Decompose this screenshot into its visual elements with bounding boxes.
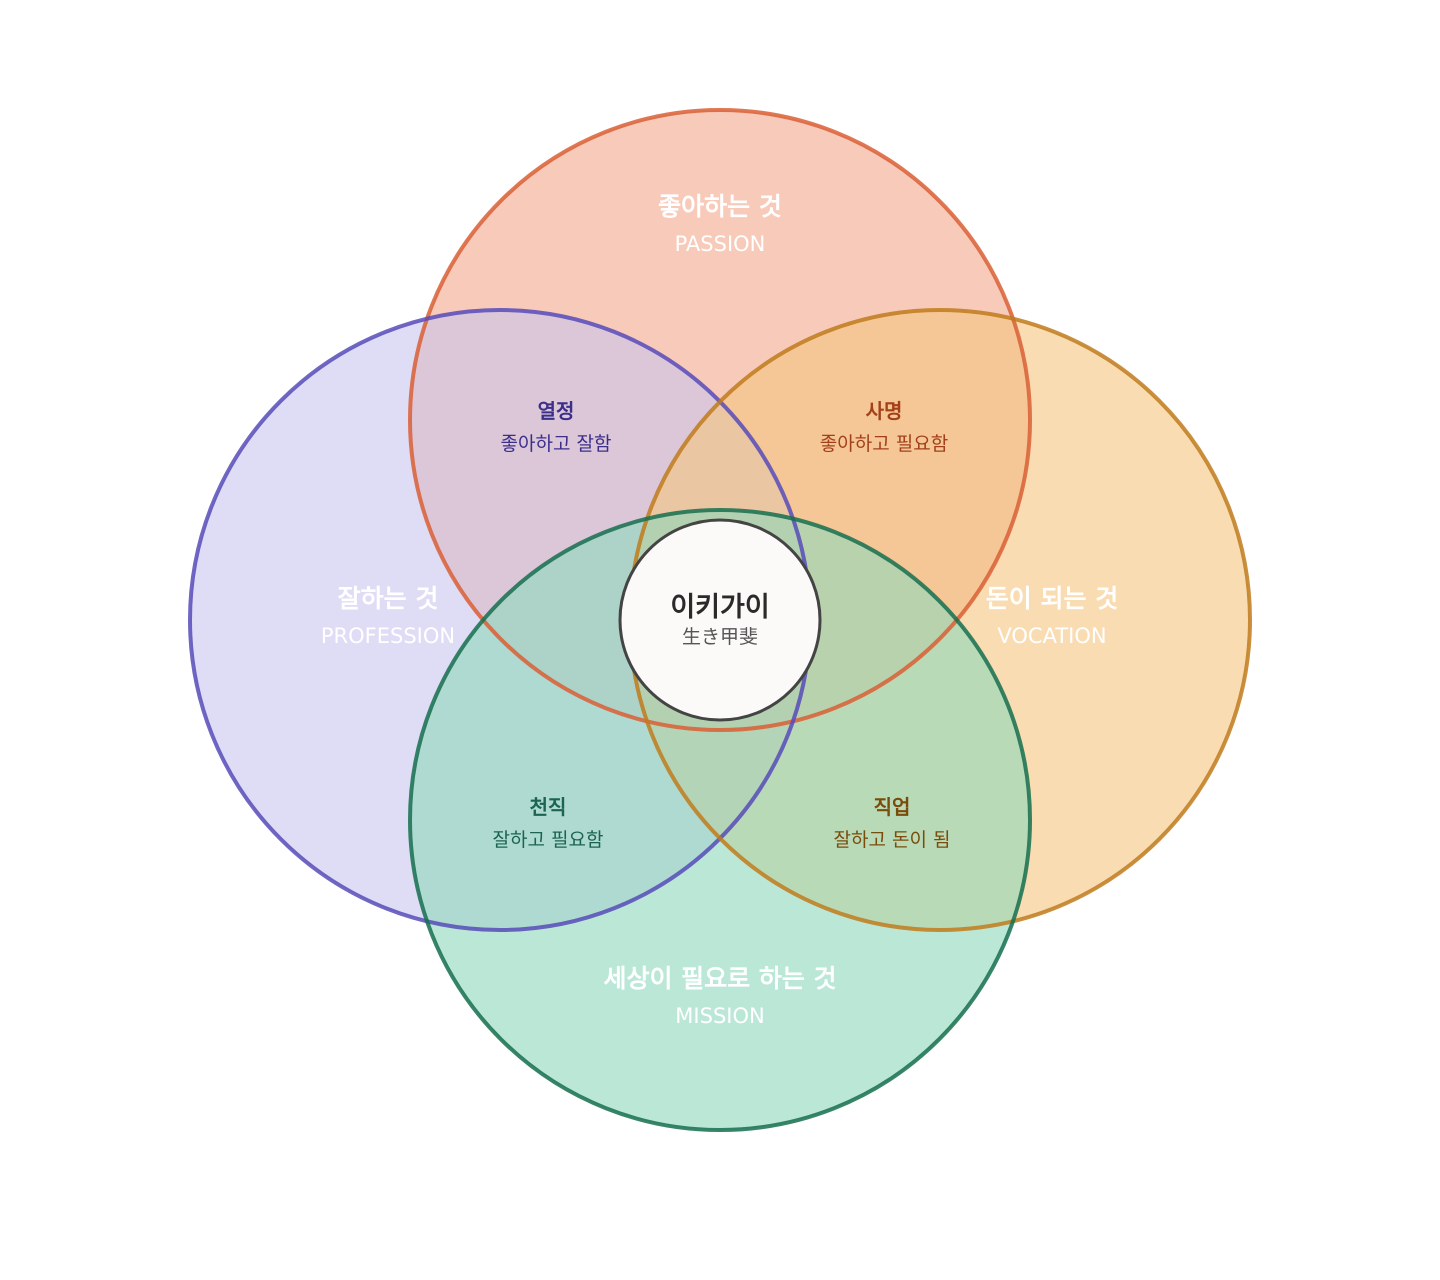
overlap-labels: 열정 좋아하고 잘함 사명 좋아하고 필요함 천직 잘하고 필요함 직업 잘하고… [493, 399, 951, 851]
center-outline [618, 518, 822, 722]
center-circle [620, 520, 820, 720]
mission-title: 세상이 필요로 하는 것 [603, 964, 836, 993]
passion-outline [408, 108, 1032, 732]
center-group: 이키가이 生き甲斐 [618, 518, 822, 722]
passion-vocation-title: 사명 [866, 399, 903, 423]
mission-circle [410, 510, 1030, 1130]
circle-fills [190, 110, 1250, 1130]
profession-mission-subtitle: 잘하고 필요함 [493, 829, 604, 851]
center-title: 이키가이 [670, 592, 769, 623]
circle-labels: 좋아하는 것 PASSION 잘하는 것 PROFESSION 돈이 되는 것 … [321, 192, 1118, 1028]
vocation-title: 돈이 되는 것 [986, 584, 1118, 613]
mission-outline [408, 508, 1032, 1132]
passion-title: 좋아하는 것 [658, 192, 782, 221]
mission-subtitle: MISSION [675, 1004, 764, 1028]
passion-vocation-subtitle: 좋아하고 필요함 [820, 433, 948, 455]
profession-title: 잘하는 것 [338, 584, 439, 613]
passion-subtitle: PASSION [675, 232, 766, 256]
vocation-subtitle: VOCATION [997, 624, 1106, 648]
vocation-mission-subtitle: 잘하고 돈이 됨 [834, 829, 951, 851]
vocation-mission-title: 직업 [874, 795, 911, 819]
profession-subtitle: PROFESSION [321, 624, 455, 648]
center-subtitle: 生き甲斐 [682, 626, 758, 648]
profession-mission-title: 천직 [530, 795, 567, 819]
passion-profession-title: 열정 [538, 399, 575, 423]
passion-profession-subtitle: 좋아하고 잘함 [501, 433, 612, 455]
